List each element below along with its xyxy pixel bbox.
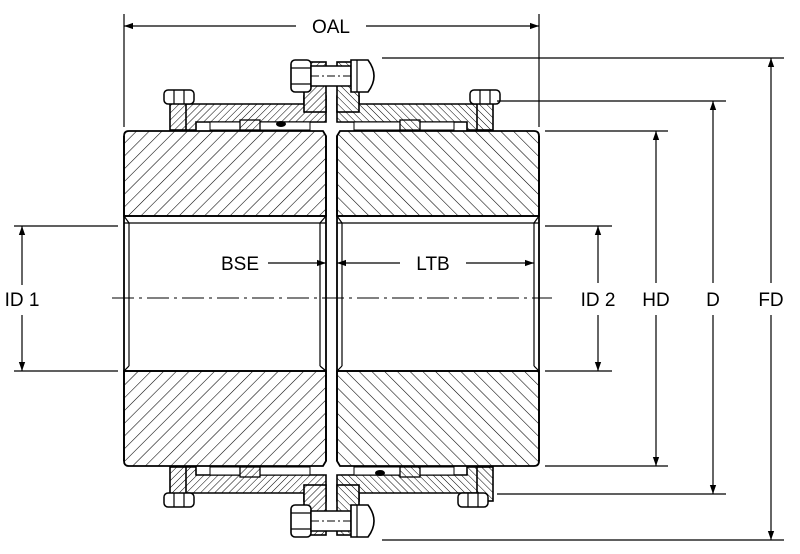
dimension-lines	[14, 14, 784, 541]
label-fd: FD	[758, 290, 783, 311]
bottom-sleeve	[163, 466, 494, 538]
label-hd: HD	[642, 290, 669, 311]
label-id2: ID 2	[581, 290, 616, 311]
label-id1: ID 1	[5, 290, 40, 311]
right-hub	[336, 130, 540, 467]
label-bse: BSE	[221, 254, 259, 275]
left-hub	[123, 130, 327, 467]
top-sleeve	[163, 59, 501, 131]
label-ltb: LTB	[416, 254, 449, 275]
dimension-labels: OAL ID 1 BSE LTB ID 2 HD D FD	[5, 17, 784, 311]
label-d: D	[706, 290, 720, 311]
label-oal: OAL	[312, 17, 350, 38]
